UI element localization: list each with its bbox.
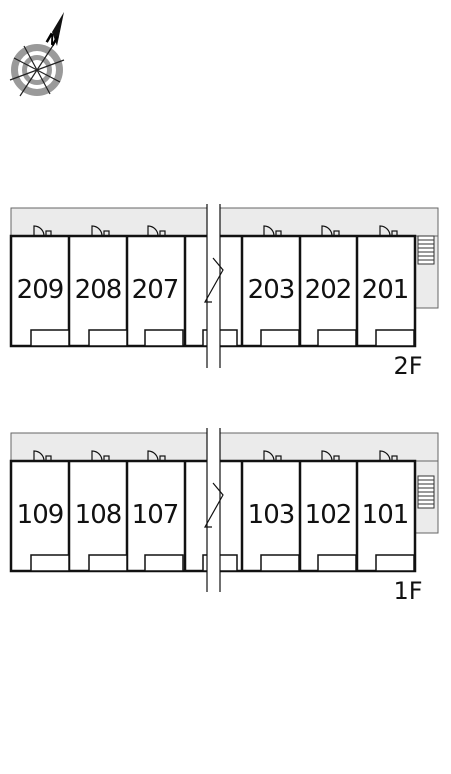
unit-label: 209: [17, 275, 64, 305]
unit-label: 203: [248, 275, 295, 305]
unit-label: 109: [17, 500, 64, 530]
floor-label: 1F: [393, 577, 422, 605]
floor-1f-plan: 109 108 107 103 102 101 1F: [9, 425, 439, 605]
floor-label: 2F: [393, 352, 422, 380]
unit-label: 202: [305, 275, 352, 305]
floor-2f-plan: 209 208 207 203 202 201 2F: [9, 200, 439, 380]
stairs-icon: [417, 475, 435, 509]
unit-label: 108: [75, 500, 122, 530]
stairs-icon: [417, 235, 435, 265]
unit-label: 107: [132, 500, 179, 530]
unit-label: 208: [75, 275, 122, 305]
unit-label: 201: [362, 275, 409, 305]
unit-label: 207: [132, 275, 179, 305]
unit-label: 103: [248, 500, 295, 530]
unit-label: 102: [305, 500, 352, 530]
compass-rose-icon: N: [9, 12, 65, 97]
unit-label: 101: [362, 500, 409, 530]
